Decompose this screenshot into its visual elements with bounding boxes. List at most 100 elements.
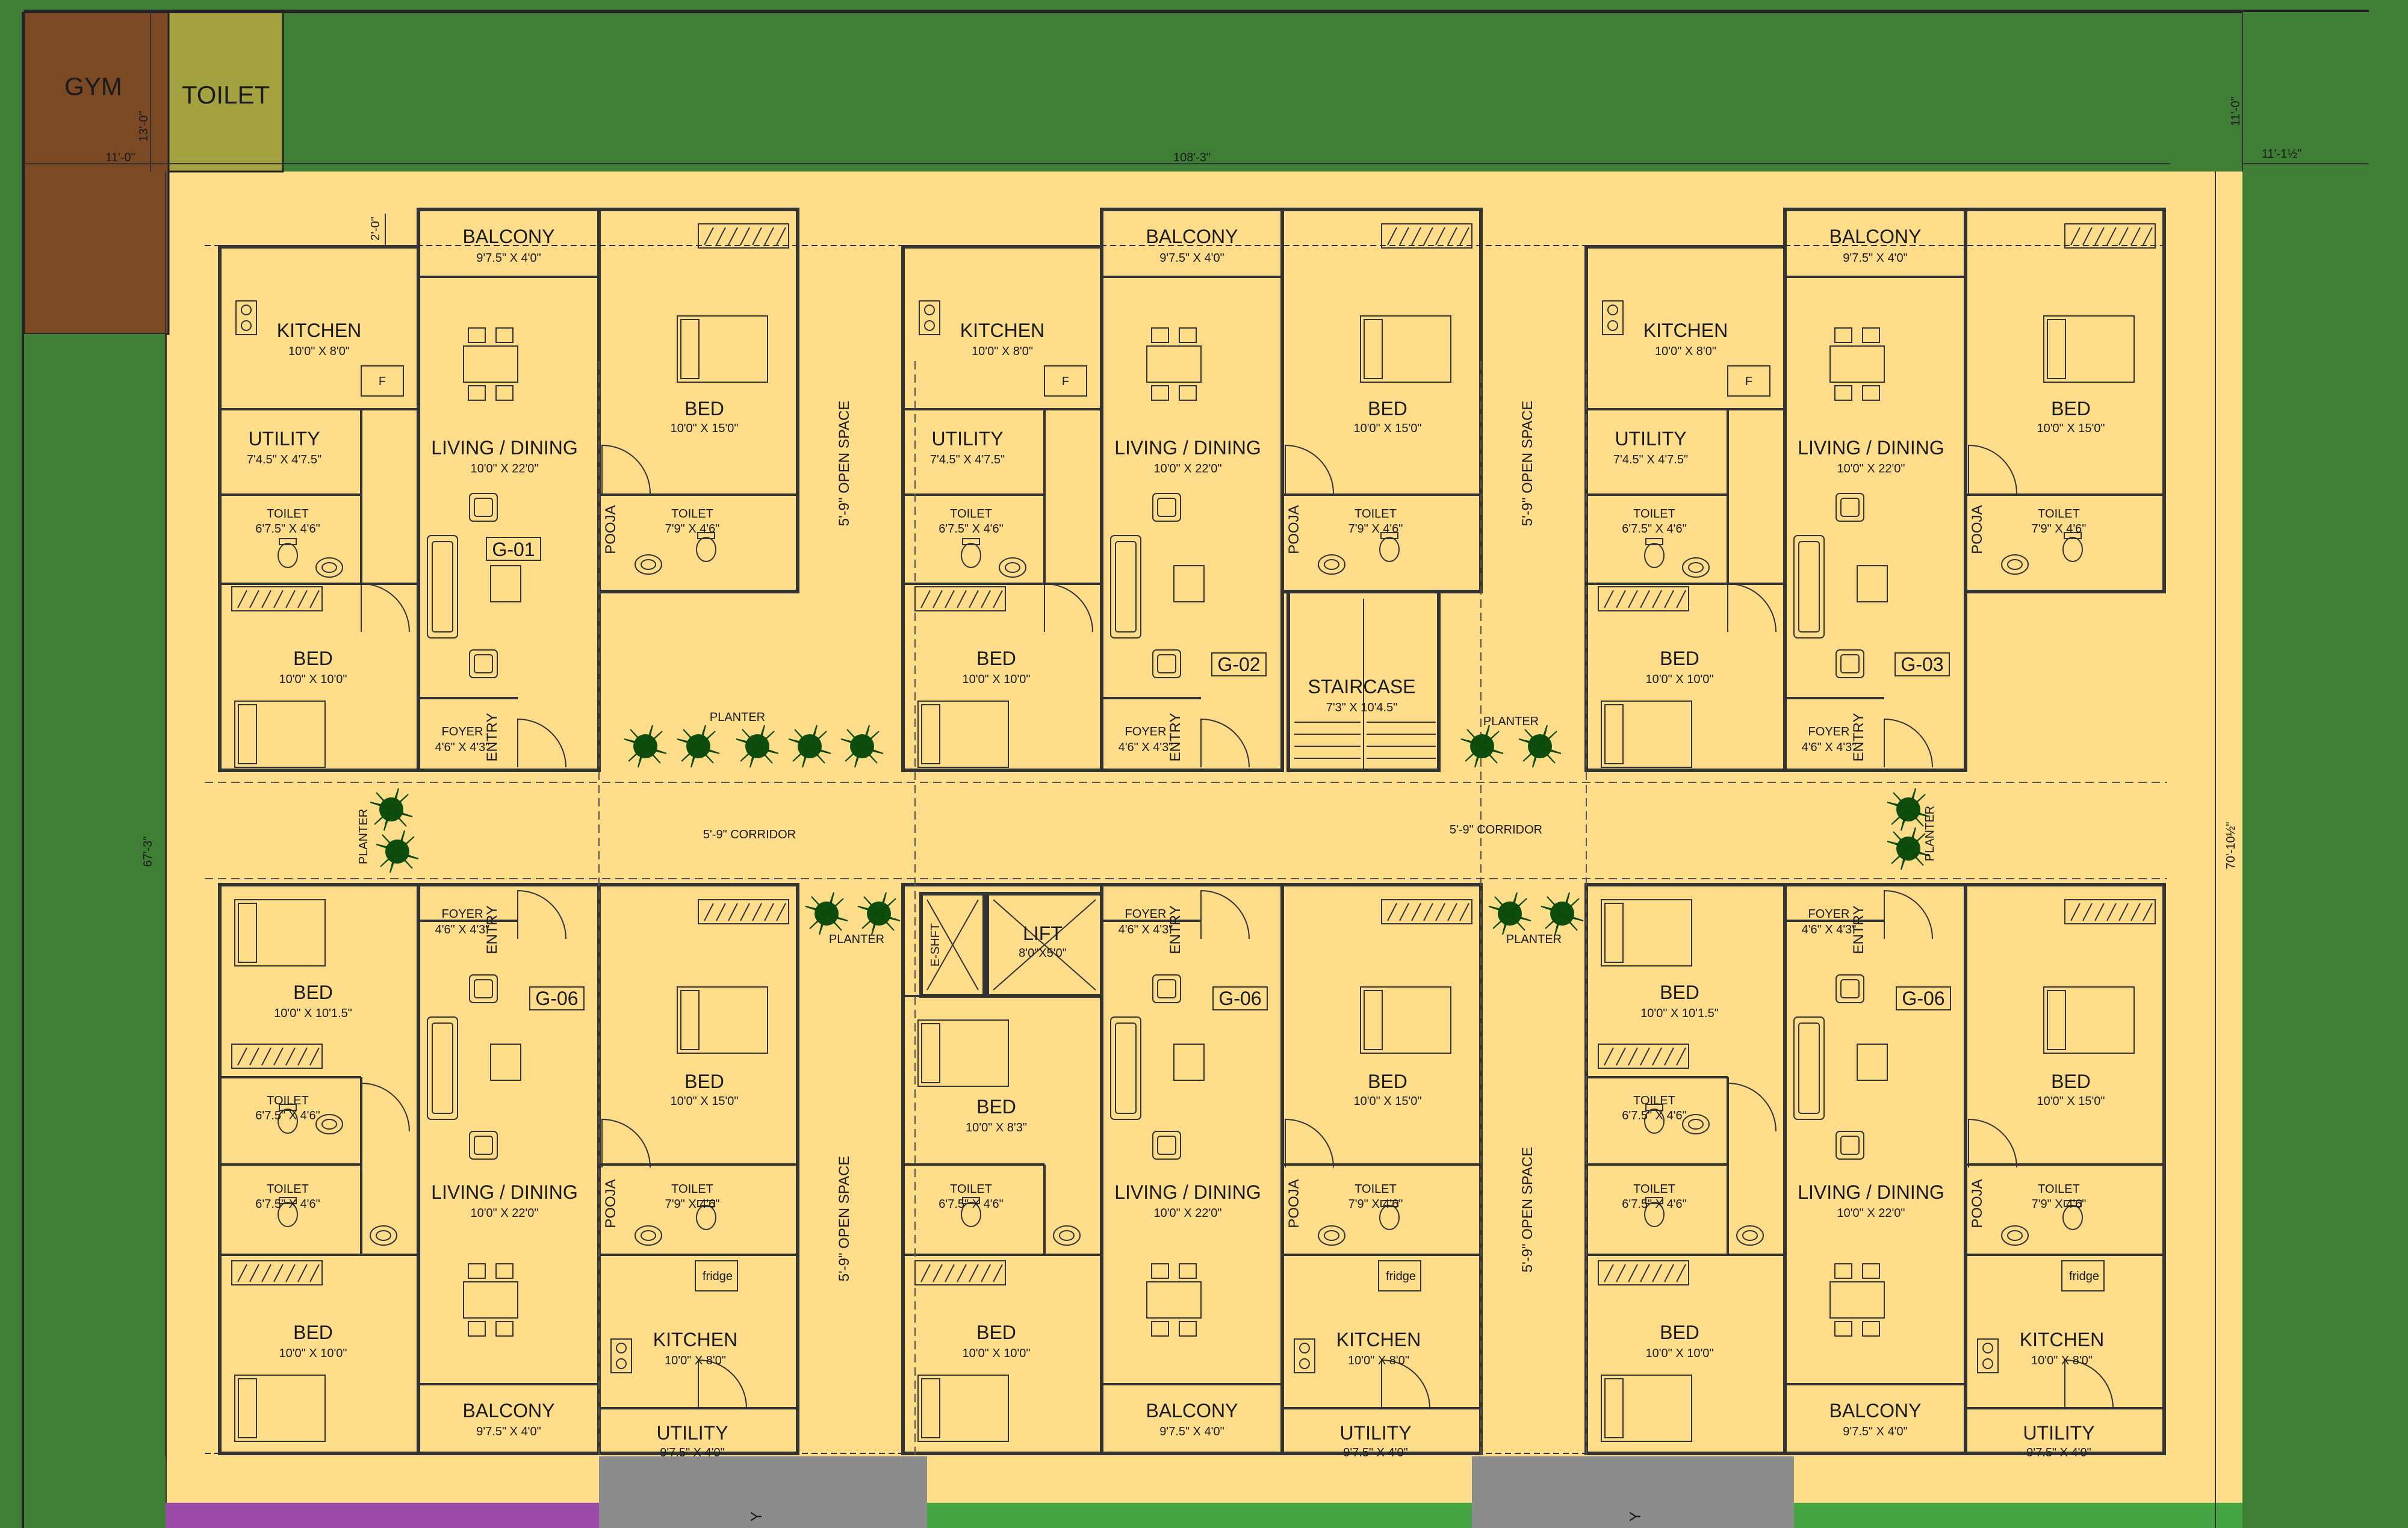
br-living: LIVING / DINING [1798, 1181, 1944, 1203]
site-area [166, 172, 2242, 1528]
planter-label-5: PLANTER [357, 809, 370, 864]
bl-bed-2: BED [293, 1322, 333, 1343]
planter-label-1: PLANTER [710, 711, 765, 724]
walls-top-row [218, 208, 2166, 772]
g01-tag-box [486, 537, 541, 561]
bl-bed-1-dim: 10'0" X 10'1.5" [274, 1007, 352, 1020]
bl-utility: UTILITY [656, 1422, 728, 1444]
dim-setback: 2'-0" [369, 217, 382, 241]
bm-toilet-b: TOILET [1354, 1183, 1397, 1196]
br-bed-master-dim: 10'0" X 15'0" [2037, 1095, 2105, 1108]
site-top-border [24, 10, 2369, 13]
site-right-lawn [2242, 12, 2369, 1528]
br-kitchen-dim: 10'0" X 8'0" [2031, 1354, 2093, 1367]
labels-unit-bl: FOYER 4'6" X 4'3" ENTRY BED 10'0" X 10'1… [255, 906, 738, 1459]
planter-label-4: PLANTER [1506, 933, 1562, 946]
g03-utility-dim: 7'4.5" X 4'7.5" [1613, 453, 1688, 466]
br-toilet-a-dim: 6'7.5" X 4'6" [1622, 1109, 1686, 1122]
bl-kitchen: KITCHEN [653, 1329, 737, 1350]
purple-strip [166, 1503, 599, 1528]
bm-living: LIVING / DINING [1114, 1181, 1261, 1203]
corridor-lines [205, 361, 2167, 1456]
g01-kitchen-dim: 10'0" X 8'0" [288, 345, 350, 358]
g03-entry: ENTRY [1851, 713, 1867, 762]
br-bed-master: BED [2051, 1071, 2091, 1092]
open-space-bottom-1: 5'-9" OPEN SPACE [836, 1156, 852, 1282]
staircase-label: STAIRCASE [1308, 676, 1416, 697]
lift-cross [926, 899, 1096, 991]
g03-tag: G-03 [1901, 654, 1943, 675]
bm-utility: UTILITY [1339, 1422, 1411, 1444]
br-bed-2-dim: 10'0" X 10'0" [1645, 1347, 1713, 1360]
g01-toilet-b: TOILET [671, 507, 713, 521]
labels-unit-g03: BALCONY 9'7.5" X 4'0" KITCHEN 10'0" X 8'… [1613, 226, 2105, 761]
br-tag: G-06 [1902, 988, 1944, 1009]
bm-bed-master: BED [1368, 1071, 1407, 1092]
planter-label-6: PLANTER [1923, 806, 1937, 861]
g01-entry: ENTRY [484, 713, 500, 762]
interior-walls-bottom [220, 920, 2164, 1409]
g01-f: F [379, 375, 386, 388]
g03-foyer: FOYER [1808, 725, 1850, 738]
g01-pooja: POOJA [603, 505, 619, 554]
g03-toilet-a: TOILET [1633, 507, 1675, 521]
bm-toilet-b-dim: 7'9" X 4'6" [1348, 1198, 1403, 1211]
walls-bottom-row [218, 883, 2166, 1455]
bm-bed-master-dim: 10'0" X 15'0" [1353, 1095, 1421, 1108]
green-strip-1 [927, 1503, 1472, 1528]
bm-kitchen: KITCHEN [1336, 1329, 1421, 1350]
br-toilet-c-dim: 7'9" X 4'6" [2032, 1198, 2087, 1211]
br-entry: ENTRY [1851, 906, 1867, 954]
bl-utility-dim: 9'7.5" X 4'0" [660, 1446, 724, 1459]
interior-walls-top [220, 276, 2164, 699]
furniture-bottom [231, 890, 2156, 1442]
g01-toilet-b-dim: 7'9" X 4'6" [665, 522, 720, 536]
bm-bed-2-dim: 10'0" X 10'0" [962, 1347, 1030, 1360]
br-balcony-dim: 9'7.5" X 4'0" [1843, 1425, 1907, 1438]
br-fridge: fridge [2069, 1270, 2099, 1283]
labels-unit-g01: BALCONY 9'7.5" X 4'0" KITCHEN 10'0" X 8'… [247, 226, 739, 761]
dim-right-width: 11'-1½" [2262, 147, 2301, 161]
g01-toilet-a-dim: 6'7.5" X 4'6" [255, 522, 320, 536]
g02-utility: UTILITY [931, 428, 1003, 450]
g01-bed-master: BED [684, 398, 724, 419]
bl-toilet-b-dim: 6'7.5" X 4'6" [255, 1198, 320, 1211]
gym-label: GYM [64, 72, 122, 101]
g03-bed-master-dim: 10'0" X 15'0" [2037, 422, 2105, 435]
open-space-top-1: 5'-9" OPEN SPACE [836, 401, 852, 527]
amenity-toilet-block [167, 11, 284, 173]
bl-pooja: POOJA [603, 1179, 619, 1228]
open-space-bottom-2: 5'-9" OPEN SPACE [1519, 1147, 1536, 1273]
labels-unit-g02: BALCONY 9'7.5" X 4'0" KITCHEN 10'0" X 8'… [930, 226, 1422, 761]
planter-label-3: PLANTER [829, 933, 884, 946]
bl-balcony-dim: 9'7.5" X 4'0" [476, 1425, 541, 1438]
strip-letter-1: Y [747, 1511, 765, 1521]
g01-bed-2: BED [293, 648, 333, 669]
g02-toilet-b-dim: 7'9" X 4'6" [1348, 522, 1403, 536]
strip-letter-2: Y [1626, 1511, 1644, 1521]
staircase-dim: 7'3" X 10'4.5" [1326, 701, 1398, 714]
corridor-label-1: 5'-9" CORRIDOR [703, 828, 796, 841]
g02-balcony-dim: 9'7.5" X 4'0" [1159, 252, 1224, 265]
bl-entry: ENTRY [484, 906, 500, 954]
grey-strip-1 [599, 1456, 927, 1528]
g02-bed-2-dim: 10'0" X 10'0" [962, 673, 1030, 686]
br-tag-box [1896, 986, 1951, 1010]
g02-toilet-b: TOILET [1354, 507, 1397, 521]
g02-pooja: POOJA [1286, 505, 1302, 554]
br-toilet-a: TOILET [1633, 1094, 1675, 1107]
br-foyer: FOYER [1808, 908, 1850, 921]
br-bed-1-dim: 10'0" X 10'1.5" [1640, 1007, 1719, 1020]
g02-kitchen-dim: 10'0" X 8'0" [972, 345, 1033, 358]
gym-block [23, 11, 170, 335]
g01-balcony: BALCONY [463, 226, 555, 247]
bm-balcony-dim: 9'7.5" X 4'0" [1159, 1425, 1224, 1438]
bm-utility-dim: 9'7.5" X 4'0" [1343, 1446, 1407, 1459]
eshft-label: E-SHFT [929, 923, 942, 967]
bl-tag-box [529, 986, 585, 1010]
br-foyer-dim: 4'6" X 4'3" [1802, 923, 1857, 936]
bm-kitchen-dim: 10'0" X 8'0" [1348, 1354, 1409, 1367]
planter-label-2: PLANTER [1483, 715, 1539, 728]
dim-right-total-height: 70'-10½" [2224, 822, 2238, 870]
